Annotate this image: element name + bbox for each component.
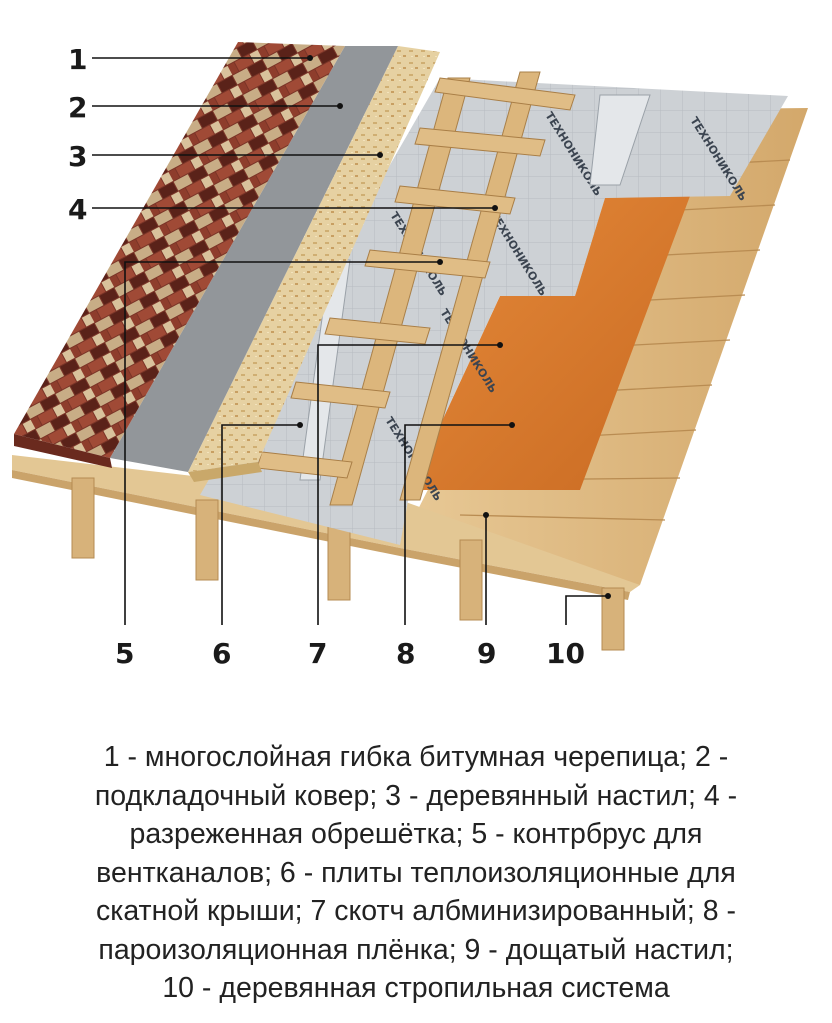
label-4: 4 [68, 193, 87, 226]
label-9: 9 [477, 637, 496, 670]
caption-line: 10 - деревянная стропильная система [162, 972, 670, 1004]
caption-line: скатной крыши; 7 скотч албминизированный… [95, 895, 736, 927]
caption-line: вентканалов; 6 - плиты теплоизоляционные… [96, 856, 736, 889]
sparse-battens [256, 77, 576, 479]
leader-lines [92, 55, 611, 625]
insulation-boards [200, 78, 788, 545]
caption-line: подкладочный ковер; 3 - деревянный насти… [94, 779, 738, 812]
roof-layers-diagram: ТЕХНОНИКОЛЬ ТЕХНОНИКОЛЬ ТЕХНОНИКОЛЬ ТЕХН… [12, 42, 808, 670]
shingle-edge [14, 434, 112, 468]
legend-caption: 1 - многослойная гибка битумная черепица… [20, 738, 812, 1008]
label-10: 10 [546, 637, 585, 670]
vapor-film [410, 196, 690, 490]
label-8: 8 [396, 637, 415, 670]
label-1: 1 [68, 43, 87, 76]
aluminium-tape [299, 94, 651, 481]
underlay [110, 46, 398, 472]
label-5: 5 [115, 637, 134, 670]
caption-line: пароизоляционная плёнка; 9 - дощатый нас… [98, 933, 734, 966]
osb-edge [188, 462, 262, 482]
label-3: 3 [68, 140, 87, 173]
caption-line: 1 - многослойная гибка битумная черепица… [103, 741, 729, 773]
bitumen-shingles [14, 42, 345, 458]
label-2: 2 [68, 91, 87, 124]
label-7: 7 [308, 637, 327, 670]
label-6: 6 [212, 637, 231, 670]
caption-line: разреженная обрешётка; 5 - контрбрус для [129, 818, 703, 850]
osb-deck [188, 46, 440, 472]
rafters [71, 477, 625, 651]
number-labels: 1 2 3 4 5 6 7 8 9 10 [68, 43, 585, 670]
